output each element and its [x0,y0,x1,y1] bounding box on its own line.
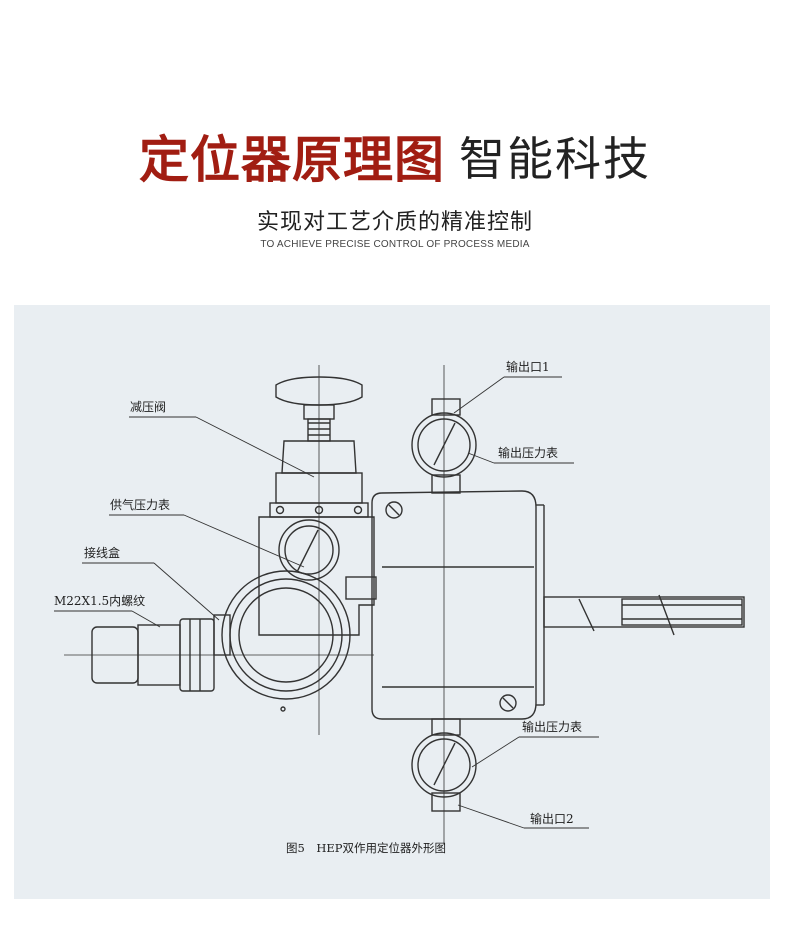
header: 定位器原理图智能科技 实现对工艺介质的精准控制 TO ACHIEVE PRECI… [0,0,790,300]
positioner-body [258,516,377,636]
cable-gland [91,618,215,692]
leader-lines [54,376,599,829]
subtitle-english: TO ACHIEVE PRECISE CONTROL OF PROCESS ME… [260,239,530,250]
diagram-panel: 减压阀 供气压力表 接线盒 M22X1.5内螺纹 输出口1 输出压力表 输出压力… [14,305,770,899]
label-thread: M22X1.5内螺纹 [54,594,145,608]
shaft [543,594,745,636]
positioner-diagram: 减压阀 供气压力表 接线盒 M22X1.5内螺纹 输出口1 输出压力表 输出压力… [54,359,745,855]
page-title-suffix: 智能科技 [459,132,651,186]
label-output-gauge-bottom: 输出压力表 [522,719,582,734]
subtitle: 实现对工艺介质的精准控制 [256,210,533,235]
label-output2: 输出口2 [530,811,574,826]
page-title: 定位器原理图 [139,130,445,189]
output-pressure-gauge-top [411,398,477,494]
output-pressure-gauge-bottom [411,718,477,812]
label-output-gauge-top: 输出压力表 [498,445,558,460]
actuator-housing [371,490,545,720]
label-output1: 输出口1 [506,359,550,374]
pressure-valve [269,376,369,518]
label-supply-gauge: 供气压力表 [110,497,170,512]
title-row: 定位器原理图智能科技 [0,120,790,192]
label-junction-box: 接线盒 [84,545,120,560]
label-pressure-valve: 减压阀 [130,400,166,414]
junction-box [213,570,351,712]
diagram-caption: 图5 HEP双作用定位器外形图 [286,841,446,855]
